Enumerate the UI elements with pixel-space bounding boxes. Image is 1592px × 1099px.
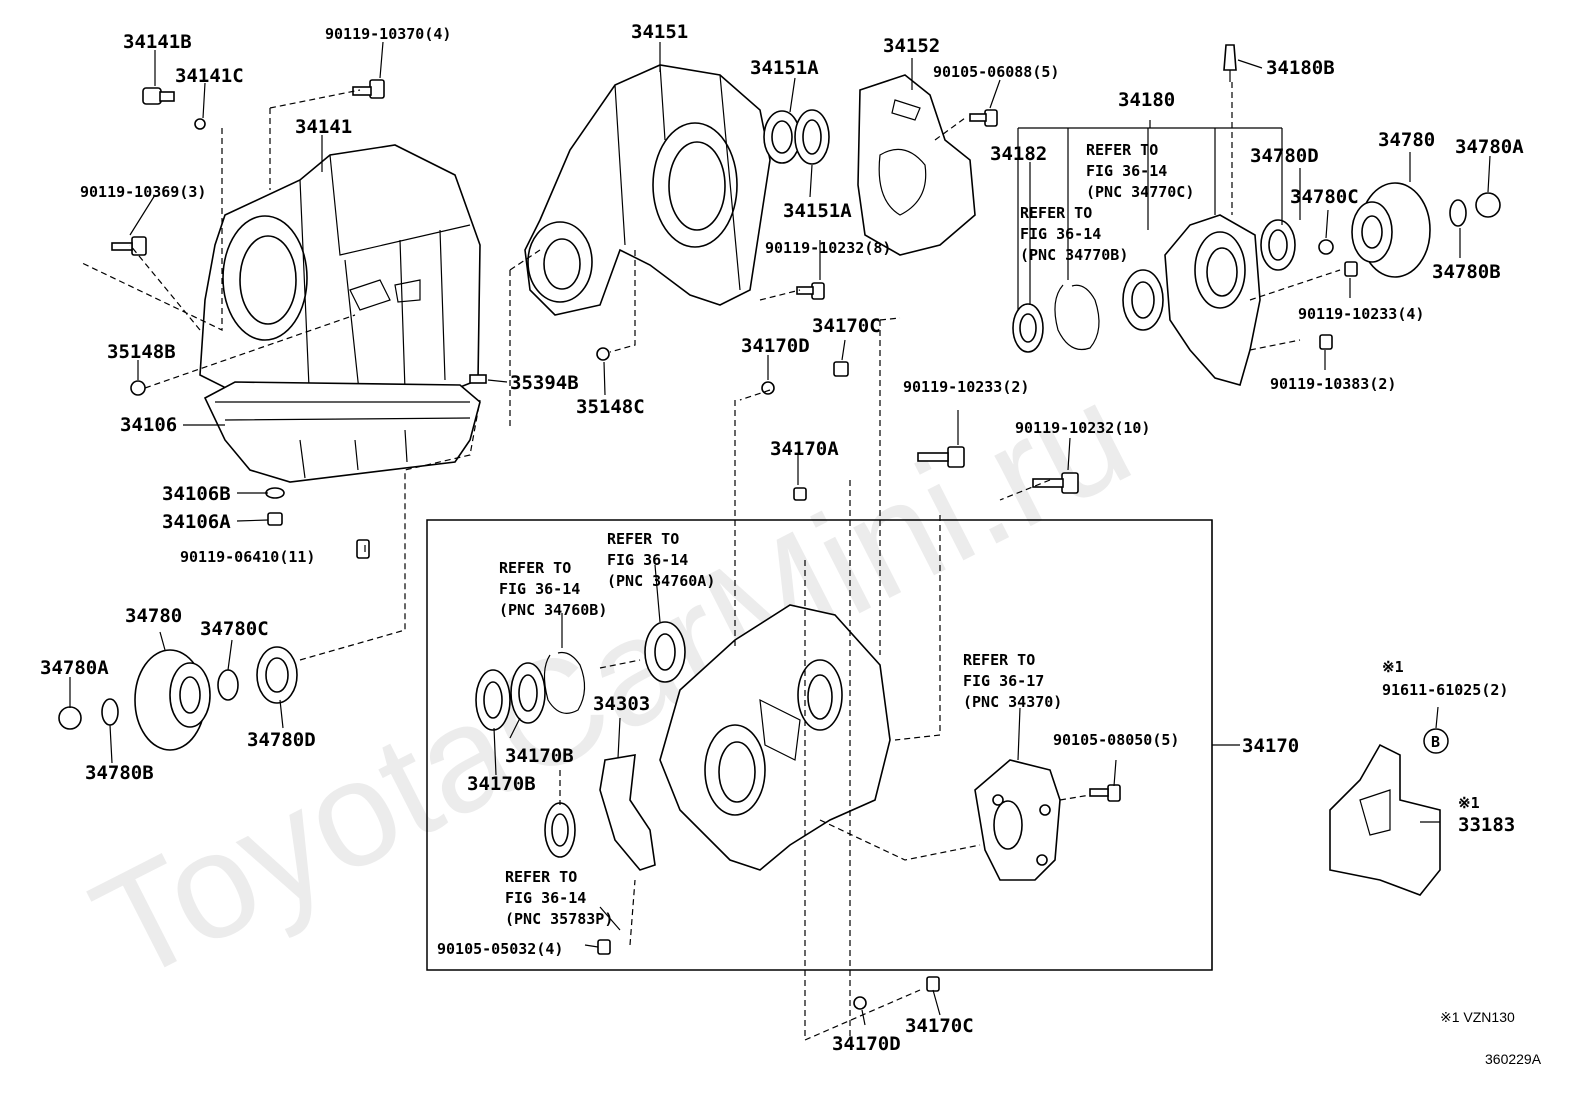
label-34170a: 34170A — [770, 438, 839, 460]
label-90119-06410: 90119-06410(11) — [180, 548, 315, 566]
refer-34770b: REFER TO FIG 36-14 (PNC 34770B) — [1020, 204, 1128, 264]
refer-34760b-line1: REFER TO — [499, 559, 571, 577]
label-90119-10383: 90119-10383(2) — [1270, 375, 1396, 393]
label-34170c-top: 34170C — [812, 315, 881, 337]
label-90119-10233-4: 90119-10233(4) — [1298, 305, 1424, 323]
label-34780d-left: 34780D — [247, 729, 316, 751]
bracket-33183-drawing — [1329, 743, 1441, 896]
extension-housing-drawing — [524, 64, 771, 316]
oil-pan-drawing — [203, 381, 481, 483]
flange-34780-top-drawing — [1318, 182, 1501, 278]
center-housing-34170-drawing — [659, 604, 891, 871]
label-34780b-left: 34780B — [85, 762, 154, 784]
label-34106a: 34106A — [162, 511, 231, 533]
refer-34370: REFER TO FIG 36-17 (PNC 34370) — [963, 651, 1062, 711]
label-35394b: 35394B — [510, 372, 579, 394]
refer-34760a-line1: REFER TO — [607, 530, 679, 548]
refer-34770b-line3: (PNC 34770B) — [1020, 246, 1128, 264]
label-34780b-top: 34780B — [1432, 261, 1501, 283]
transfer-housing-34180-drawing — [1122, 214, 1296, 386]
label-90119-10369: 90119-10369(3) — [80, 183, 206, 201]
label-35148c: 35148C — [576, 396, 645, 418]
part-labels: 34141B 90119-10370(4) 34141C 34141 90119… — [40, 21, 1524, 1055]
label-34780d-top: 34780D — [1250, 145, 1319, 167]
label-90105-05032: 90105-05032(4) — [437, 940, 563, 958]
label-34780-top: 34780 — [1378, 129, 1435, 151]
marker-b — [1423, 728, 1449, 754]
refer-notes: REFER TO FIG 36-14 (PNC 34770C) REFER TO… — [499, 141, 1194, 928]
footnote: ※1 VZN130 — [1440, 1009, 1515, 1025]
label-34141c: 34141C — [175, 65, 244, 87]
label-34780a-top: 34780A — [1455, 136, 1524, 158]
label-34780c-top: 34780C — [1290, 186, 1359, 208]
plate-34303-drawing — [599, 754, 656, 871]
label-34152: 34152 — [883, 35, 940, 57]
refer-34760b: REFER TO FIG 36-14 (PNC 34760B) — [499, 559, 607, 619]
rear-cover-drawing — [974, 759, 1061, 881]
seal-34151a-drawing — [763, 109, 830, 165]
refer-34760b-line2: FIG 36-14 — [499, 580, 580, 598]
label-34180b: 34180B — [1266, 57, 1335, 79]
label-34170d-top: 34170D — [741, 335, 810, 357]
figure-id: 360229A — [1485, 1051, 1542, 1067]
refer-34760a: REFER TO FIG 36-14 (PNC 34760A) — [607, 530, 715, 590]
label-90105-08050: 90105-08050(5) — [1053, 731, 1179, 749]
label-90119-10232-10: 90119-10232(10) — [1015, 419, 1150, 437]
refer-34770c-line1: REFER TO — [1086, 141, 1158, 159]
refer-35783p-line2: FIG 36-14 — [505, 889, 586, 907]
label-34141b: 34141B — [123, 31, 192, 53]
snap-ring-drawing — [1012, 284, 1100, 353]
parts-drawings — [58, 44, 1501, 1010]
label-34106: 34106 — [120, 414, 177, 436]
refer-35783p-line3: (PNC 35783P) — [505, 910, 613, 928]
label-34141: 34141 — [295, 116, 352, 138]
refer-34760b-line3: (PNC 34760B) — [499, 601, 607, 619]
label-90119-10233-2: 90119-10233(2) — [903, 378, 1029, 396]
label-34303: 34303 — [593, 693, 650, 715]
refer-34370-line3: (PNC 34370) — [963, 693, 1062, 711]
label-note-mark-a: ※1 — [1382, 658, 1404, 676]
refer-34760a-line2: FIG 36-14 — [607, 551, 688, 569]
sensor-34180b-drawing — [1223, 44, 1237, 82]
label-90119-10370: 90119-10370(4) — [325, 25, 451, 43]
refer-34770c: REFER TO FIG 36-14 (PNC 34770C) — [1086, 141, 1194, 201]
label-34780-left: 34780 — [125, 605, 182, 627]
label-34780c-left: 34780C — [200, 618, 269, 640]
label-34170b-a: 34170B — [505, 745, 574, 767]
label-34170d-bottom: 34170D — [832, 1033, 901, 1055]
refer-35783p-line1: REFER TO — [505, 868, 577, 886]
bolts-drawing — [111, 79, 1358, 1010]
label-34151a-bottom: 34151A — [783, 200, 852, 222]
refer-34770c-line3: (PNC 34770C) — [1086, 183, 1194, 201]
refer-35783p: REFER TO FIG 36-14 (PNC 35783P) — [505, 868, 613, 928]
refer-34770b-line1: REFER TO — [1020, 204, 1092, 222]
label-34170: 34170 — [1242, 735, 1299, 757]
bearings-drawing — [475, 621, 686, 858]
marker-b-letter: B — [1431, 733, 1440, 751]
subassembly-frame — [426, 519, 1213, 971]
label-34182: 34182 — [990, 143, 1047, 165]
label-note-mark-b: ※1 — [1458, 794, 1480, 812]
dashed-guides — [79, 82, 1341, 1041]
label-34151a-top: 34151A — [750, 57, 819, 79]
refer-34370-line1: REFER TO — [963, 651, 1035, 669]
label-34151: 34151 — [631, 21, 688, 43]
label-34170b-b: 34170B — [467, 773, 536, 795]
label-34780a-left: 34780A — [40, 657, 109, 679]
refer-34770c-line2: FIG 36-14 — [1086, 162, 1167, 180]
gasket-34152-drawing — [857, 74, 976, 256]
label-34106b: 34106B — [162, 483, 231, 505]
label-90105-06088: 90105-06088(5) — [933, 63, 1059, 81]
label-90119-10232-8: 90119-10232(8) — [765, 239, 891, 257]
label-34170c-bottom: 34170C — [905, 1015, 974, 1037]
refer-34370-line2: FIG 36-17 — [963, 672, 1044, 690]
leader-lines — [69, 41, 1491, 1026]
refer-34760a-line3: (PNC 34760A) — [607, 572, 715, 590]
refer-34770b-line2: FIG 36-14 — [1020, 225, 1101, 243]
label-33183: 33183 — [1458, 814, 1515, 836]
label-34180: 34180 — [1118, 89, 1175, 111]
label-91611-61025: 91611-61025(2) — [1382, 681, 1508, 699]
label-35148b: 35148B — [107, 341, 176, 363]
